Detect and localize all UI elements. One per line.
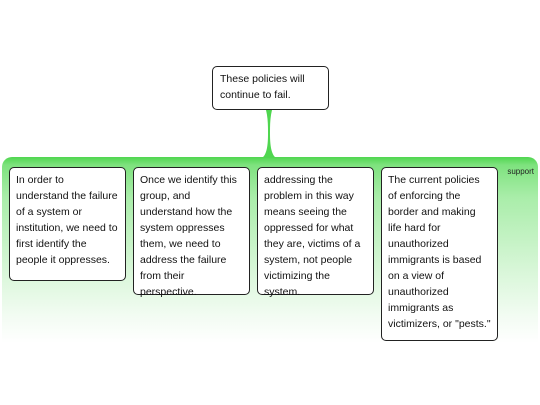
subtopic-3[interactable]: addressing the problem in this way means… (257, 167, 374, 298)
subtopic-1[interactable]: In order to understand the failure of a … (9, 167, 126, 281)
root-topic-text: These policies will continue to fail. (220, 73, 305, 101)
subtopic-3-text: addressing the problem in this way means… (264, 174, 361, 298)
subtopic-4-text: The current policies of enforcing the bo… (388, 174, 491, 330)
subtopic-2[interactable]: Once we identify this group, and underst… (133, 167, 250, 298)
subtopic-1-text: In order to understand the failure of a … (16, 174, 118, 266)
subtopic-2-text: Once we identify this group, and underst… (140, 174, 237, 298)
support-label: support (507, 167, 534, 176)
subtopic-4[interactable]: The current policies of enforcing the bo… (381, 167, 498, 341)
root-topic[interactable]: These policies will continue to fail. (212, 66, 329, 110)
